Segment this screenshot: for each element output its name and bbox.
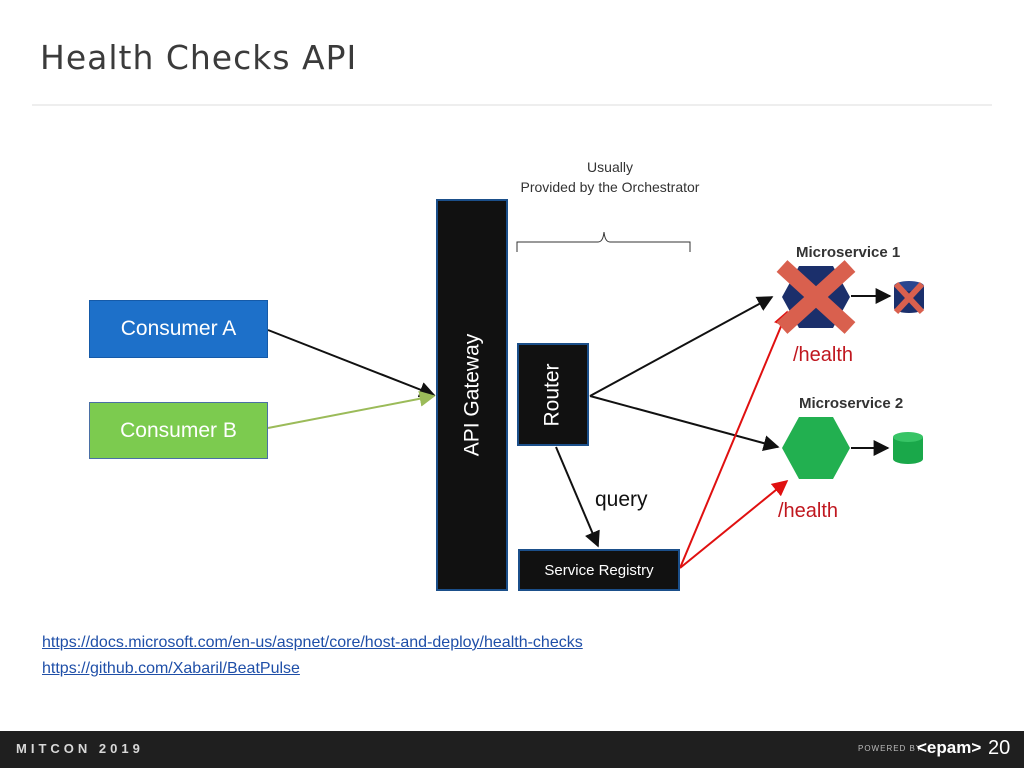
arrow-registry-health1 — [679, 310, 789, 569]
reference-links: https://docs.microsoft.com/en-us/aspnet/… — [42, 630, 583, 682]
sponsor-logo: <epam> — [917, 738, 982, 757]
orchestrator-brace — [516, 231, 691, 252]
router-box: Router — [517, 343, 589, 446]
footer-bar: MITCON 2019 POWERED BY <epam> 20 — [0, 731, 1024, 768]
arrow-consumer-a-gateway — [267, 329, 436, 398]
api-gateway-box: API Gateway — [436, 199, 508, 591]
database1-failed-cross-icon — [893, 281, 925, 315]
page-title: Health Checks API — [40, 38, 358, 77]
page-number: 20 — [988, 737, 1011, 759]
orchestrator-note: Usually Provided by the Orchestrator — [480, 157, 740, 197]
link-beatpulse-github[interactable]: https://github.com/Xabaril/BeatPulse — [42, 660, 300, 677]
consumer-b-box: Consumer B — [89, 402, 268, 459]
conference-logo: MITCON 2019 — [16, 741, 144, 756]
powered-by-label: POWERED BY — [858, 744, 923, 753]
service-registry-box: Service Registry — [518, 549, 680, 591]
health1-label: /health — [793, 344, 854, 366]
link-microsoft-docs[interactable]: https://docs.microsoft.com/en-us/aspnet/… — [42, 634, 583, 651]
arrow-consumer-b-gateway — [267, 390, 436, 429]
diagram-canvas — [267, 231, 925, 569]
microservice1-label: Microservice 1 — [796, 244, 901, 261]
arrow-registry-health2 — [679, 479, 789, 569]
router-label: Router — [541, 362, 564, 427]
microservice2-hexagon — [782, 417, 850, 479]
health2-label: /health — [778, 500, 839, 522]
api-gateway-label: API Gateway — [460, 333, 483, 457]
arrow-router-microservice1 — [589, 296, 774, 397]
consumer-a-box: Consumer A — [89, 300, 268, 358]
query-label: query — [595, 488, 648, 511]
arrow-router-registry — [555, 446, 600, 548]
microservice2-label: Microservice 2 — [799, 395, 904, 412]
arrow-router-microservice2 — [589, 395, 780, 451]
title-divider — [32, 104, 992, 106]
database2-icon — [893, 432, 923, 464]
orchestrator-note-line1: Usually — [587, 159, 633, 175]
orchestrator-note-line2: Provided by the Orchestrator — [520, 179, 700, 195]
failed-cross-icon — [776, 260, 856, 334]
